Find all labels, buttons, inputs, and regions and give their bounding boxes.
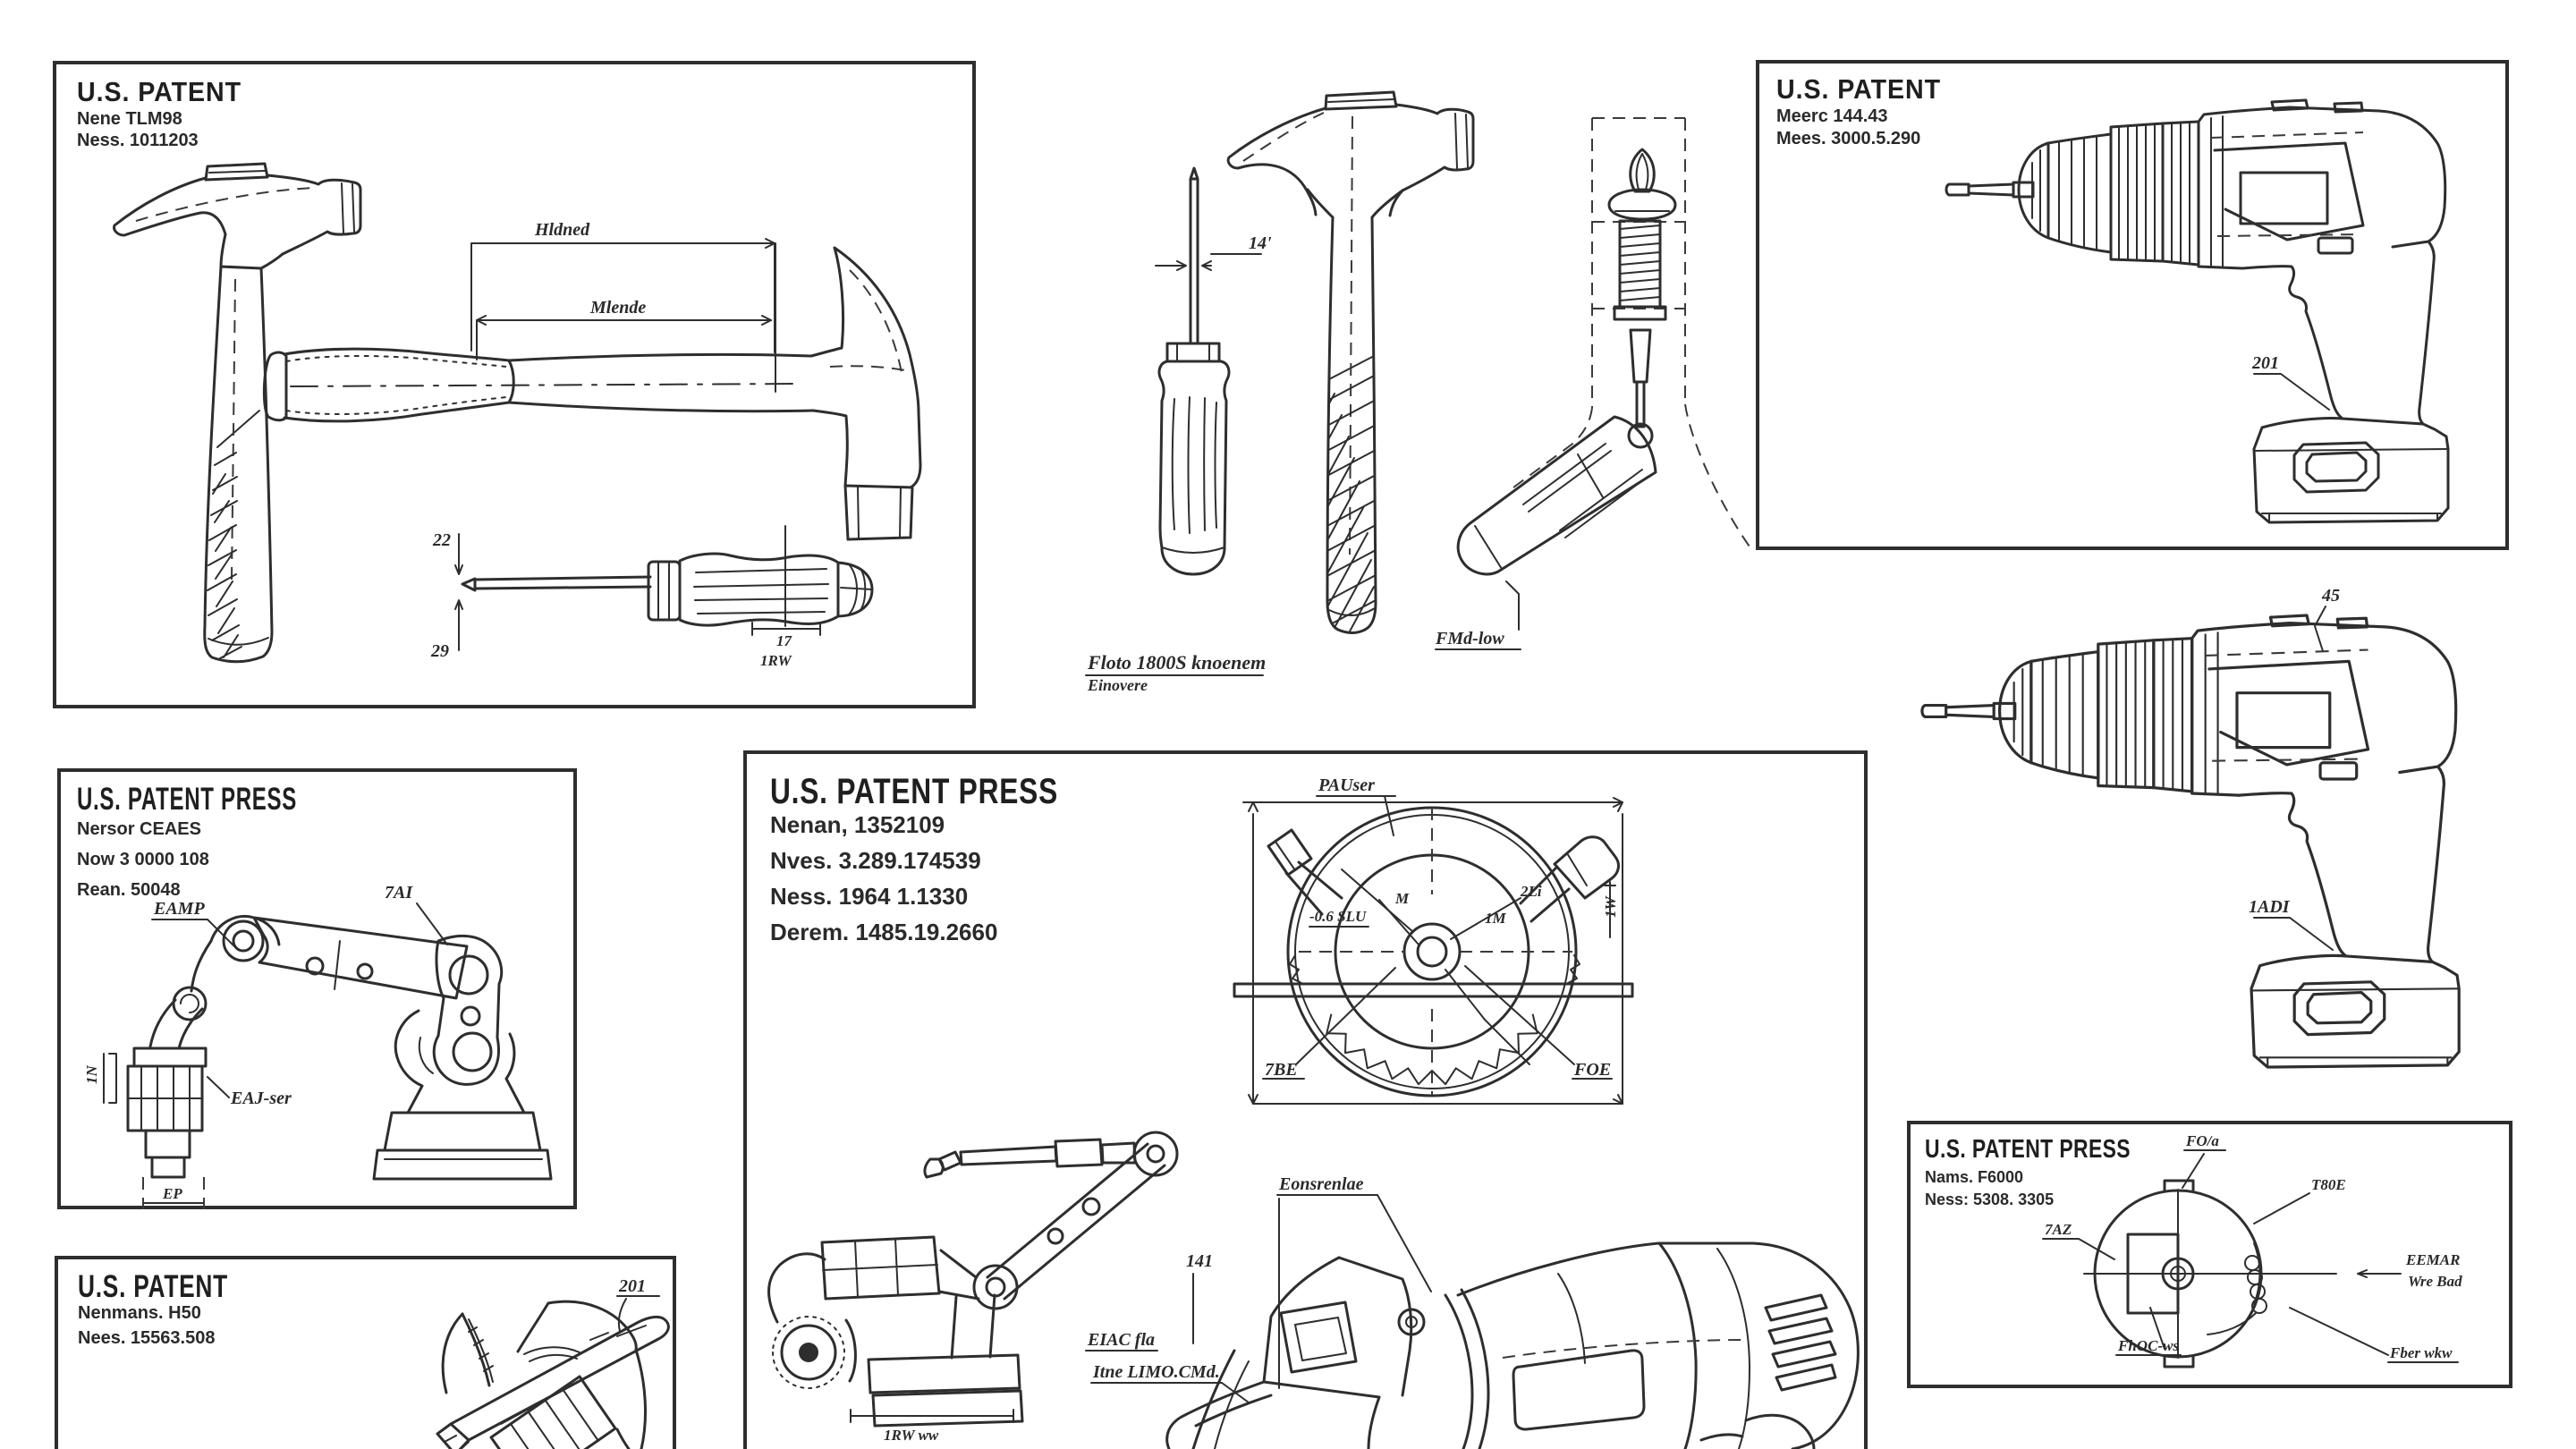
- svg-text:U.S. PATENT PRESS: U.S. PATENT PRESS: [1925, 1135, 2131, 1164]
- svg-text:Nees. 15563.508: Nees. 15563.508: [78, 1328, 215, 1348]
- svg-text:Nenan, 1352109: Nenan, 1352109: [770, 811, 945, 838]
- svg-text:Itne LIMO.CMd.: Itne LIMO.CMd.: [1092, 1362, 1220, 1382]
- svg-text:U.S. PATENT: U.S. PATENT: [78, 1269, 228, 1304]
- svg-text:Ness. 1011203: Ness. 1011203: [77, 131, 199, 150]
- svg-text:45: 45: [2321, 586, 2340, 606]
- svg-text:Derem. 1485.19.2660: Derem. 1485.19.2660: [770, 919, 997, 945]
- svg-text:7BE: 7BE: [1265, 1060, 1298, 1080]
- svg-text:7AZ: 7AZ: [2045, 1221, 2072, 1238]
- svg-text:EAJ-ser: EAJ-ser: [230, 1089, 292, 1108]
- svg-text:FO/a: FO/a: [2185, 1132, 2219, 1149]
- svg-text:FMd-low: FMd-low: [1435, 629, 1504, 648]
- svg-text:Einovere: Einovere: [1087, 676, 1148, 694]
- svg-text:Mees. 3000.5.290: Mees. 3000.5.290: [1776, 129, 1920, 148]
- svg-text:Hldned: Hldned: [534, 220, 590, 240]
- svg-text:Fber wkw: Fber wkw: [2389, 1344, 2453, 1361]
- svg-text:Nene TLM98: Nene TLM98: [77, 109, 182, 129]
- svg-text:PAUser: PAUser: [1318, 775, 1375, 795]
- svg-text:Ness. 1964 1.1330: Ness. 1964 1.1330: [770, 883, 968, 910]
- svg-text:1RW: 1RW: [760, 652, 793, 669]
- svg-text:22: 22: [432, 530, 451, 550]
- svg-text:Meerc 144.43: Meerc 144.43: [1776, 106, 1888, 126]
- svg-text:201: 201: [618, 1276, 646, 1296]
- svg-text:Eonsrenlae: Eonsrenlae: [1278, 1174, 1364, 1194]
- svg-text:29: 29: [430, 641, 449, 661]
- svg-text:EAMP: EAMP: [153, 899, 205, 919]
- svg-text:U.S. PATENT PRESS: U.S. PATENT PRESS: [77, 782, 297, 817]
- svg-text:Now 3 0000 108: Now 3 0000 108: [77, 850, 209, 869]
- svg-text:1RW ww: 1RW ww: [884, 1427, 939, 1444]
- svg-text:Nams. F6000: Nams. F6000: [1925, 1168, 2023, 1186]
- svg-text:1ADI: 1ADI: [2249, 897, 2291, 917]
- svg-text:1M: 1M: [1485, 910, 1507, 927]
- svg-text:FhOC-ws: FhOC-ws: [2117, 1337, 2179, 1354]
- svg-text:7AI: 7AI: [385, 883, 413, 902]
- svg-text:201: 201: [2251, 353, 2279, 373]
- svg-text:1N: 1N: [83, 1065, 100, 1085]
- svg-text:FOE: FOE: [1573, 1060, 1611, 1080]
- svg-text:Floto 1800S knoenem: Floto 1800S knoenem: [1087, 651, 1266, 674]
- svg-text:Wre Bad: Wre Bad: [2408, 1273, 2462, 1290]
- svg-text:Nenmans. H50: Nenmans. H50: [78, 1303, 201, 1323]
- svg-text:EP: EP: [162, 1185, 182, 1202]
- svg-text:T80E: T80E: [2311, 1176, 2346, 1193]
- svg-text:M: M: [1394, 890, 1410, 907]
- svg-text:Ness: 5308. 3305: Ness: 5308. 3305: [1925, 1191, 2054, 1208]
- svg-text:141: 141: [1186, 1251, 1213, 1271]
- svg-text:U.S. PATENT: U.S. PATENT: [1776, 73, 1941, 105]
- svg-text:-0.6 SLU: -0.6 SLU: [1309, 908, 1367, 925]
- svg-text:U.S. PATENT PRESS: U.S. PATENT PRESS: [770, 772, 1058, 811]
- svg-text:U.S. PATENT: U.S. PATENT: [77, 76, 242, 107]
- svg-text:2Li: 2Li: [1520, 883, 1542, 900]
- svg-text:EIAC fla: EIAC fla: [1087, 1330, 1155, 1350]
- svg-text:Mlende: Mlende: [589, 298, 646, 318]
- svg-text:Rean. 50048: Rean. 50048: [77, 880, 181, 900]
- svg-text:Nersor CEAES: Nersor CEAES: [77, 819, 201, 839]
- svg-text:Nves. 3.289.174539: Nves. 3.289.174539: [770, 847, 981, 874]
- svg-text:17: 17: [776, 632, 793, 649]
- svg-text:EEMAR: EEMAR: [2405, 1251, 2460, 1268]
- svg-text:14': 14': [1249, 233, 1272, 253]
